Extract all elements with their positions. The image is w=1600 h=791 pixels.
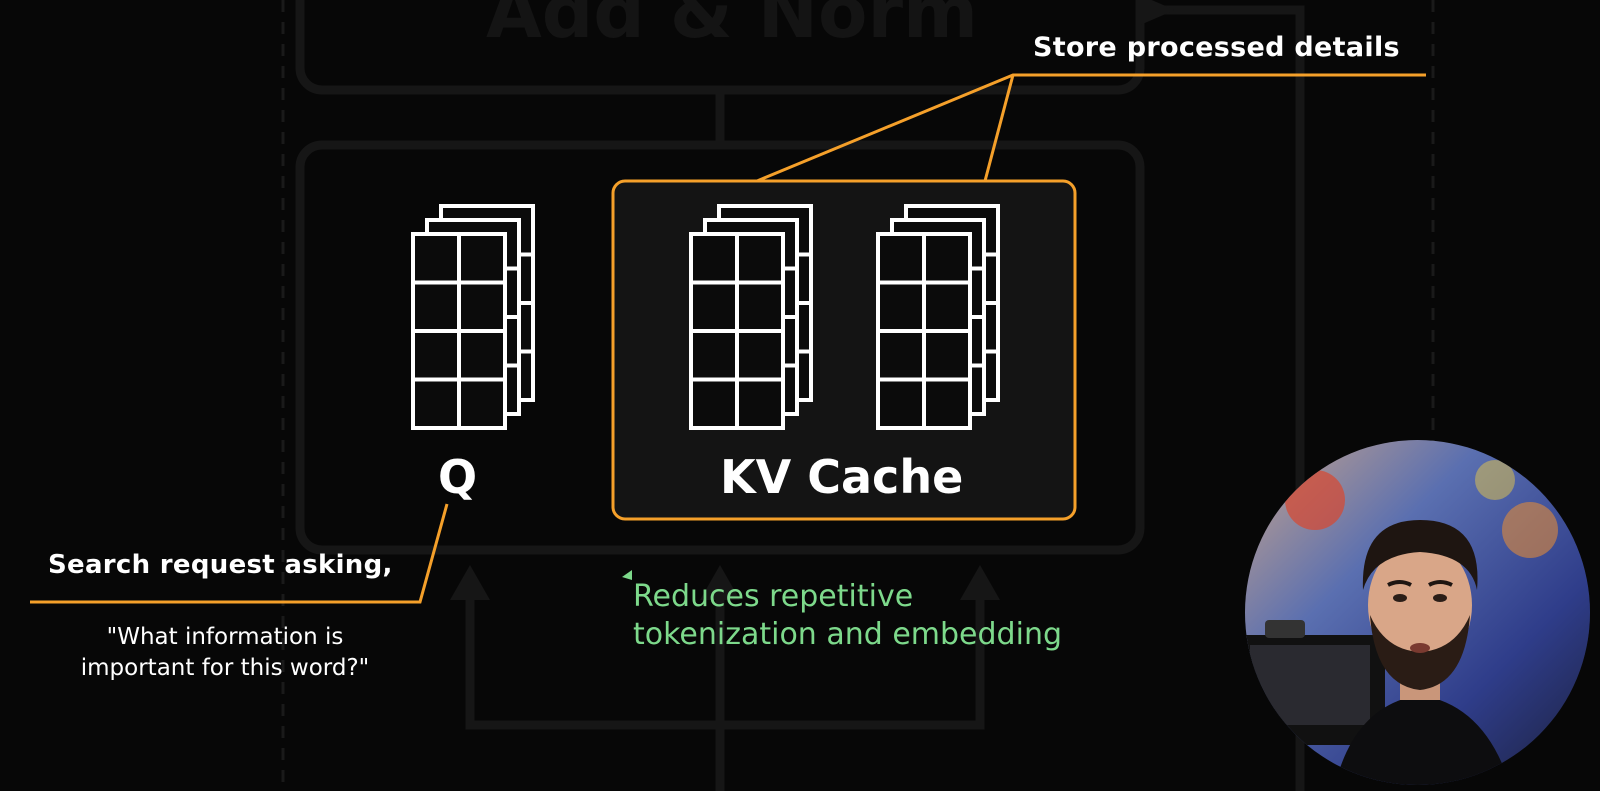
q-matrix-stack-icon (411, 204, 535, 430)
store-callout-line (756, 73, 1426, 183)
search-request-label: Search request asking, (48, 550, 393, 580)
q-label: Q (438, 450, 478, 504)
store-callout-line-2 (983, 74, 1015, 182)
presenter-webcam (1245, 440, 1590, 785)
background-heading: Add & Norm (486, 0, 978, 54)
kv-cache-label: KV Cache (720, 450, 964, 504)
question-line-1: "What information is (106, 624, 344, 650)
v-matrix-stack-icon (876, 204, 1000, 430)
reduces-text: Reduces repetitive tokenization and embe… (633, 578, 1062, 654)
presenter-illustration (1245, 440, 1590, 785)
green-marker (622, 570, 632, 580)
question-text: "What information is important for this … (60, 622, 390, 684)
store-processed-label: Store processed details (1033, 32, 1400, 63)
question-line-2: important for this word?" (80, 655, 370, 681)
reduces-line-2: tokenization and embedding (633, 617, 1062, 652)
reduces-line-1: Reduces repetitive (633, 579, 914, 614)
k-matrix-stack-icon (689, 204, 813, 430)
search-callout-line (30, 503, 449, 604)
